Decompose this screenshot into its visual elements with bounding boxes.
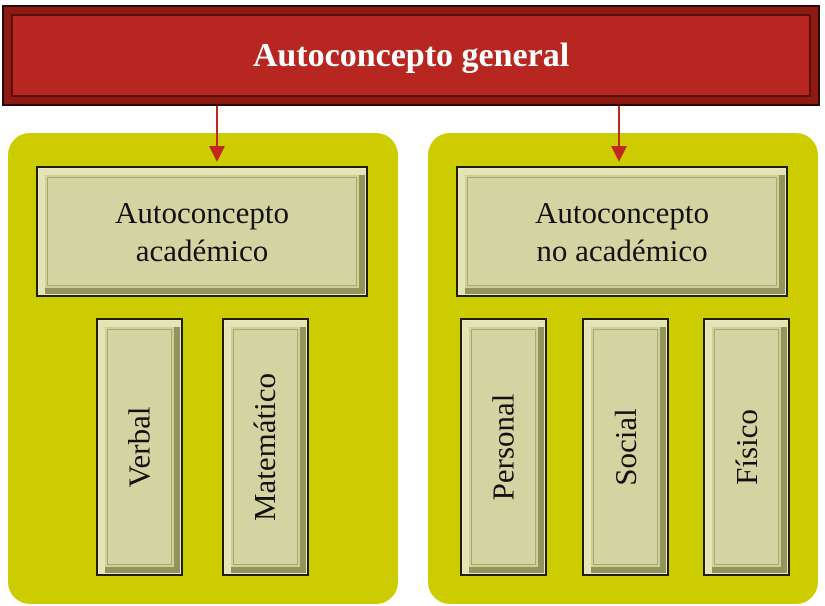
social-label: Social	[607, 408, 643, 486]
non-academic-header-line1: Autoconcepto	[535, 194, 709, 230]
non-academic-header-line2: no académico	[536, 232, 708, 268]
academic-header-line2: académico	[135, 232, 269, 268]
verbal-label: Verbal	[121, 406, 157, 488]
non-academic-header-face: Autoconcepto no académico	[467, 177, 777, 286]
academic-header-line1: Autoconcepto	[115, 194, 289, 230]
verbal-box: Verbal	[96, 318, 183, 576]
non-academic-header-box: Autoconcepto no académico	[456, 166, 788, 297]
academic-header-box: Autoconcepto académico	[36, 166, 368, 297]
fisico-face: Físico	[714, 329, 779, 565]
personal-box: Personal	[460, 318, 547, 576]
matematico-box: Matemático	[222, 318, 309, 576]
verbal-face: Verbal	[107, 329, 172, 565]
general-self-concept-face: Autoconcepto general	[11, 14, 811, 97]
fisico-label: Físico	[728, 409, 764, 485]
personal-label: Personal	[485, 393, 521, 501]
social-box: Social	[582, 318, 669, 576]
fisico-box: Físico	[703, 318, 790, 576]
personal-face: Personal	[471, 329, 536, 565]
academic-header-face: Autoconcepto académico	[47, 177, 357, 286]
matematico-face: Matemático	[233, 329, 298, 565]
matematico-label: Matemático	[247, 372, 283, 522]
social-face: Social	[593, 329, 658, 565]
general-self-concept-box: Autoconcepto general	[2, 5, 820, 106]
general-self-concept-label: Autoconcepto general	[252, 36, 570, 74]
